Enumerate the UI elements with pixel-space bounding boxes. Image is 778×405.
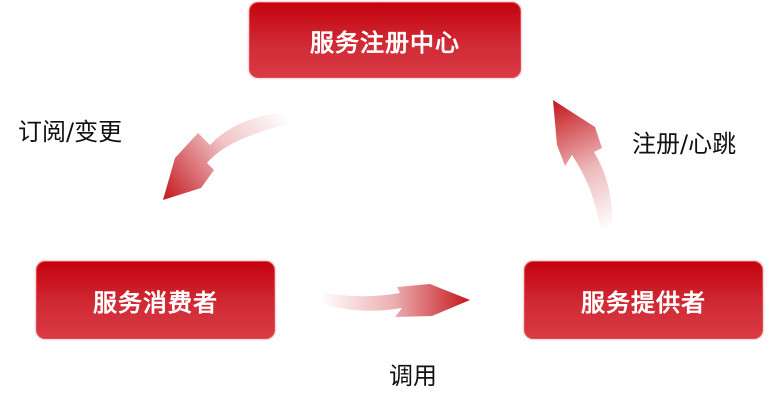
registry-center-node: 服务注册中心: [249, 2, 521, 78]
subscribe-change-label: 订阅/变更: [18, 118, 123, 146]
subscribe-arrow-icon: [163, 112, 290, 200]
register-arrow-icon: [553, 100, 613, 228]
service-consumer-label: 服务消费者: [93, 288, 218, 317]
registry-center-label: 服务注册中心: [310, 28, 460, 57]
service-provider-node: 服务提供者: [524, 261, 763, 339]
invoke-label: 调用: [389, 362, 437, 390]
service-provider-label: 服务提供者: [581, 288, 706, 317]
service-consumer-node: 服务消费者: [36, 261, 275, 339]
register-heartbeat-label: 注册/心跳: [632, 130, 737, 158]
invoke-arrow-icon: [320, 284, 470, 317]
